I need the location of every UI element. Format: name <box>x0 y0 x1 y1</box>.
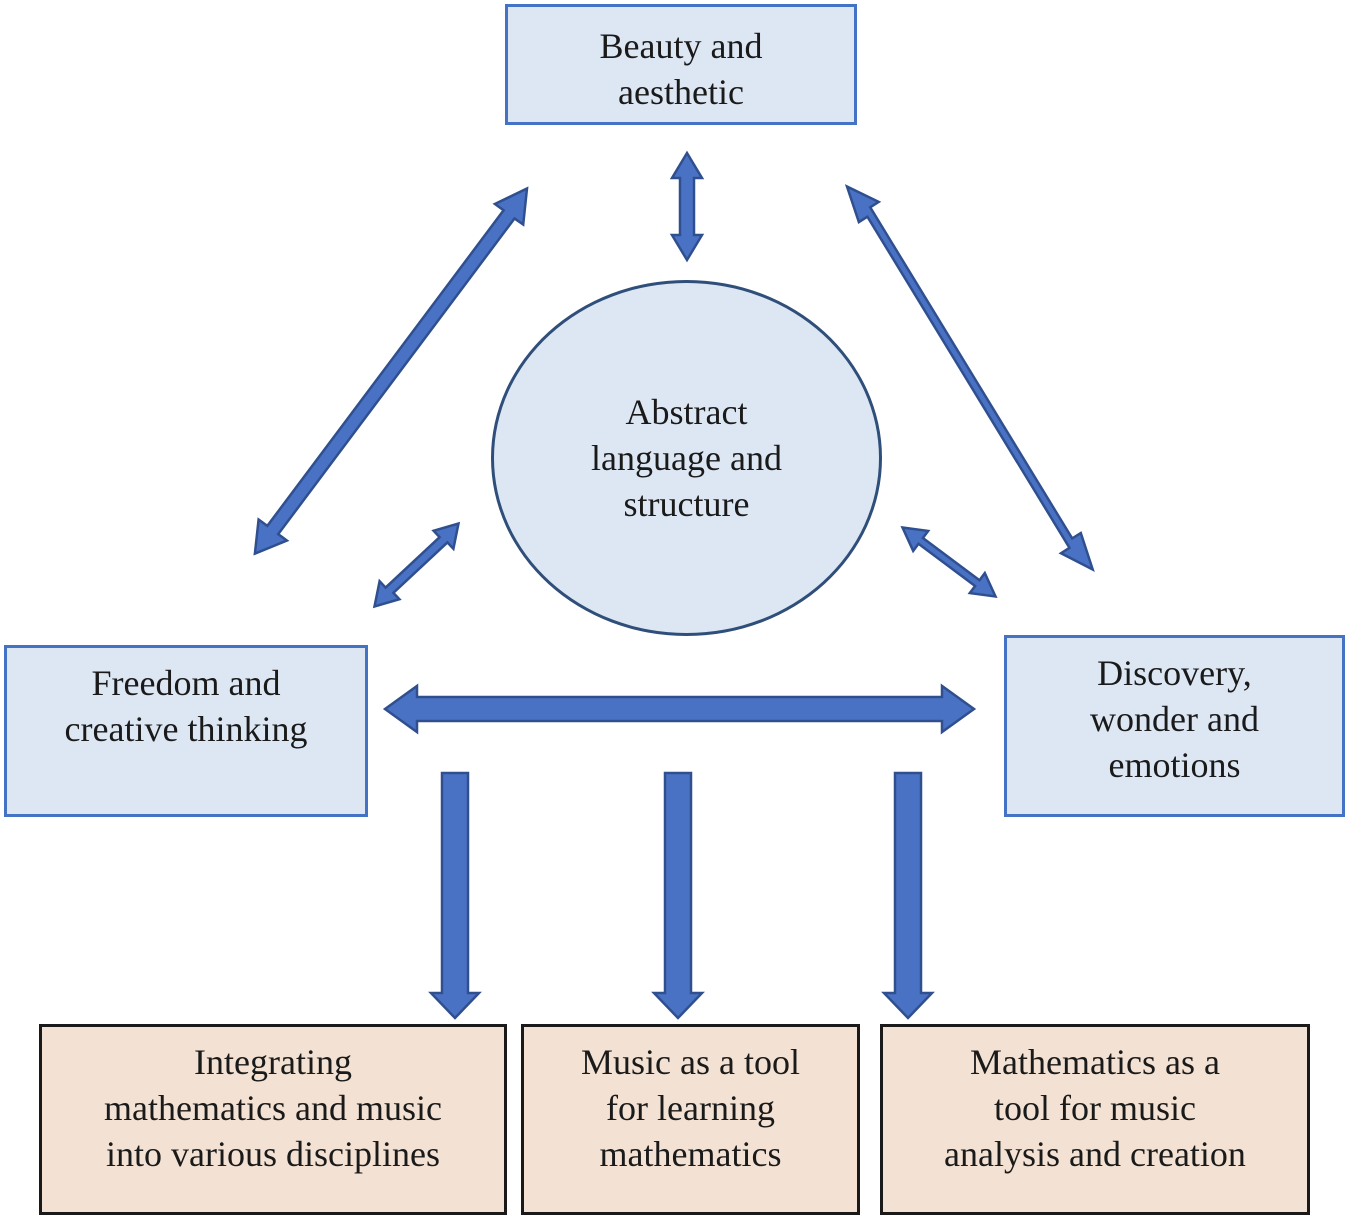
arrow-freedom-discovery <box>382 683 977 735</box>
arrow-down-math-tool <box>881 771 935 1020</box>
arrow-beauty-freedom <box>253 186 529 556</box>
arrow-down-music-tool <box>651 771 705 1020</box>
abstract-language-label: Abstract language and structure <box>591 392 782 524</box>
math-tool-box: Mathematics as a tool for music analysis… <box>880 1024 1310 1215</box>
discovery-wonder-label: Discovery, wonder and emotions <box>1090 653 1259 785</box>
math-tool-label: Mathematics as a tool for music analysis… <box>944 1042 1246 1174</box>
music-tool-label: Music as a tool for learning mathematics <box>581 1042 800 1174</box>
beauty-aesthetic-label: Beauty and aesthetic <box>599 26 763 112</box>
abstract-language-circle: Abstract language and structure <box>491 280 882 636</box>
discovery-wonder-box: Discovery, wonder and emotions <box>1004 635 1345 817</box>
beauty-aesthetic-box: Beauty and aesthetic <box>505 4 857 125</box>
freedom-creative-box: Freedom and creative thinking <box>4 645 368 817</box>
music-tool-box: Music as a tool for learning mathematics <box>521 1024 860 1215</box>
integrating-box: Integrating mathematics and music into v… <box>39 1024 507 1215</box>
arrow-beauty-discovery <box>844 184 1095 573</box>
arrow-center-freedom <box>372 521 461 609</box>
freedom-creative-label: Freedom and creative thinking <box>64 663 308 749</box>
integrating-label: Integrating mathematics and music into v… <box>104 1042 442 1174</box>
arrow-beauty-center <box>669 150 705 263</box>
arrow-down-integrating <box>428 771 482 1020</box>
arrow-center-discovery <box>900 525 998 599</box>
